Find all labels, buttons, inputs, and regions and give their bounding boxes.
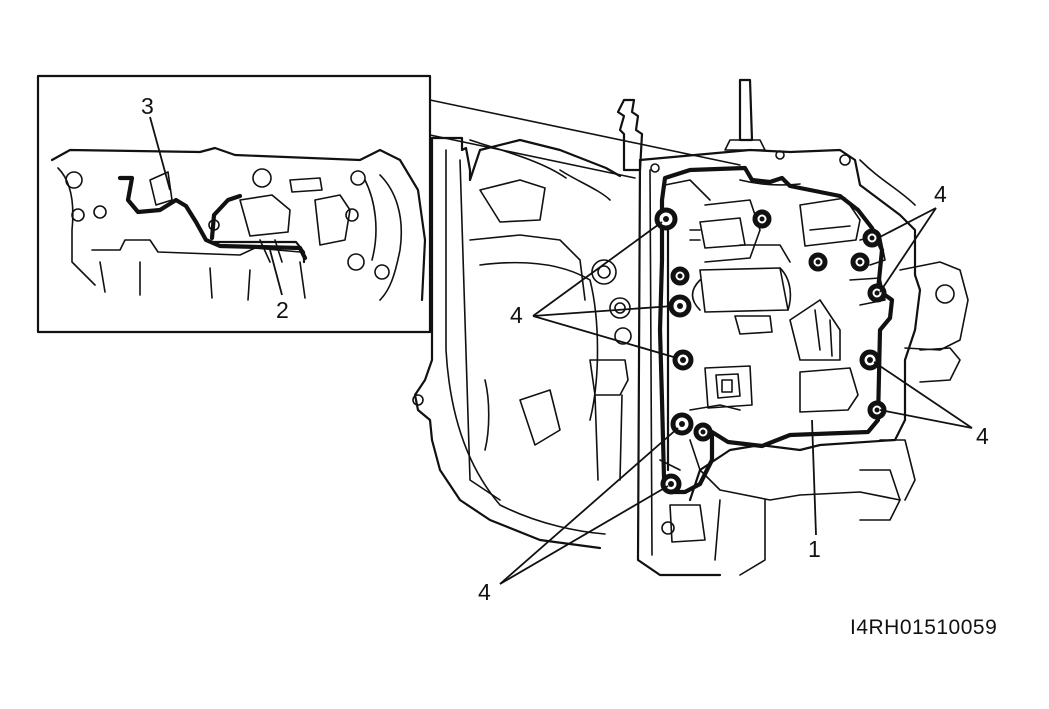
bolt-8 [660,473,682,495]
callout-label-4-bottom: 4 [478,579,491,605]
callout-label-3: 3 [141,93,154,119]
bolt-2 [752,209,772,229]
bolt-4 [668,294,692,318]
inset-detail-view [36,74,741,334]
inset-leader-lower [429,134,636,179]
callout-label-4-lower-right: 4 [976,423,989,449]
bolt-10 [850,252,870,272]
bolt-11 [862,228,882,248]
bolt-1 [654,207,678,231]
callout-labels: 3 2 4 4 4 4 1 [141,93,989,605]
bolt-7 [693,422,713,442]
inset-leader-upper [429,99,741,166]
bolt-9 [808,252,828,272]
bolt-12 [867,283,887,303]
callout-leaders [499,207,973,585]
inset-gasket-harness [117,175,308,261]
bolt-13 [859,349,881,371]
figure-code: I4RH01510059 [850,616,997,639]
inset-strap [210,240,306,264]
callout-label-1: 1 [808,536,821,562]
bolt-5 [672,349,694,371]
bolts [654,207,887,495]
inset-frame [36,74,432,334]
bolt-3 [670,266,690,286]
callout-label-4-upper-right: 4 [934,181,947,207]
callout-label-2: 2 [276,297,289,323]
callout-label-4-middle: 4 [510,302,523,328]
